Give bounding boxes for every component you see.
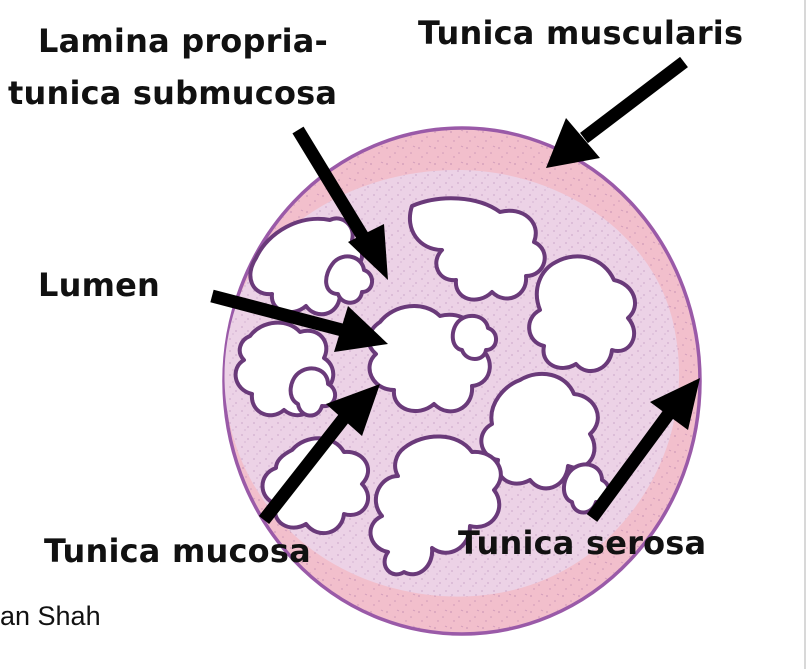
label-lamina-propria-line1: Lamina propria- bbox=[38, 22, 328, 60]
label-tunica-muscularis: Tunica muscularis bbox=[418, 14, 743, 52]
label-lamina-propria-line2: tunica submucosa bbox=[8, 74, 337, 112]
label-lumen: Lumen bbox=[38, 266, 160, 304]
label-tunica-serosa: Tunica serosa bbox=[458, 524, 706, 562]
image-credit: an Shah bbox=[0, 600, 101, 632]
label-tunica-mucosa: Tunica mucosa bbox=[44, 532, 311, 570]
arrow-tunica-muscularis bbox=[546, 62, 684, 168]
